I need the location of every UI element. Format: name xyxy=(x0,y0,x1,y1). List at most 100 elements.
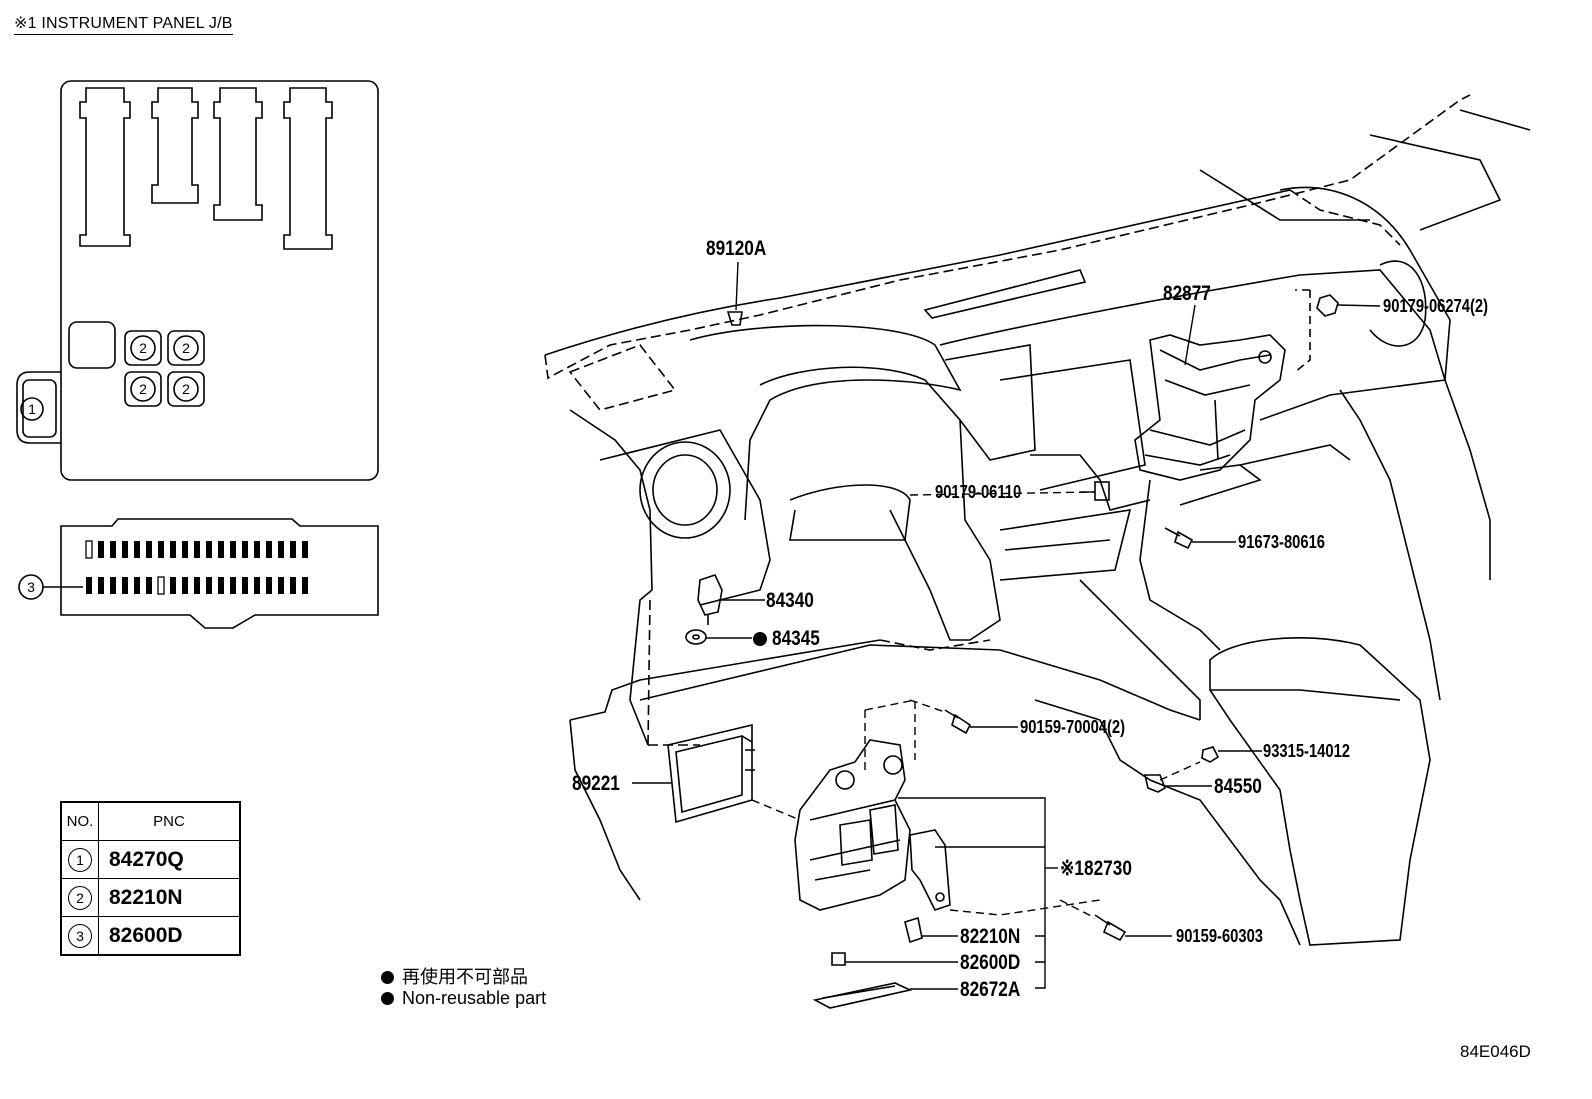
marker-2-d: 2 xyxy=(182,381,190,397)
label-82730: ※182730 xyxy=(1060,857,1132,880)
table-row: 3 82600D xyxy=(60,916,241,956)
connector-pins xyxy=(85,540,308,595)
jb-top-view xyxy=(16,80,379,481)
connector-pin xyxy=(170,577,176,594)
clip-84550 xyxy=(1143,774,1166,793)
connector-pin xyxy=(302,541,308,558)
connector-pin xyxy=(206,541,212,558)
marker-2-a: 2 xyxy=(139,340,147,356)
connector-pin xyxy=(170,541,176,558)
bolt-90159-60303 xyxy=(1094,914,1127,942)
diagram-title: ※1 INSTRUMENT PANEL J/B xyxy=(14,13,233,35)
fuse-82600D xyxy=(831,952,846,966)
bolt-91673-80616 xyxy=(1164,527,1194,550)
label-82600D: 82600D xyxy=(960,951,1021,974)
pnc-table-header: NO. PNC xyxy=(60,801,241,841)
connector-pin xyxy=(266,541,272,558)
legend-japanese-text: 再使用不可部品 xyxy=(402,967,528,987)
connector-pin xyxy=(218,577,224,594)
marker-3: 3 xyxy=(27,579,35,595)
label-91673-80616: 91673-80616 xyxy=(1238,532,1326,552)
connector-pin xyxy=(110,577,116,594)
ecu-89221 xyxy=(667,723,755,824)
label-90179-06110: 90179-06110 xyxy=(935,482,1022,502)
connector-pin xyxy=(254,541,260,558)
table-row: 2 82210N xyxy=(60,878,241,917)
connector-pin xyxy=(230,577,236,594)
label-84340: 84340 xyxy=(766,589,814,612)
bolt-90159-70004 xyxy=(944,709,972,735)
instrument-panel-outline xyxy=(544,94,1531,946)
connector-pin xyxy=(266,577,272,594)
connector-pin xyxy=(86,577,92,594)
connector-pin xyxy=(158,541,164,558)
connector-pin xyxy=(98,577,104,594)
nut-90179-06274 xyxy=(1316,294,1339,317)
connector-pin xyxy=(98,541,104,558)
connector-pin xyxy=(182,541,188,558)
header-no: NO. xyxy=(60,801,99,841)
connector-pin xyxy=(230,541,236,558)
fuse-82210N xyxy=(904,916,923,944)
marker-2-b: 2 xyxy=(182,340,190,356)
connector-pin xyxy=(157,576,165,595)
label-82210N: 82210N xyxy=(960,925,1021,948)
non-reusable-dot xyxy=(753,632,767,646)
bracket-relay xyxy=(909,829,951,911)
connector-pin xyxy=(278,541,284,558)
marker-2-c: 2 xyxy=(139,381,147,397)
table-row: 1 84270Q xyxy=(60,840,241,879)
connector-pin xyxy=(122,577,128,594)
row-number: 3 xyxy=(68,923,92,948)
connector-pin xyxy=(110,541,116,558)
connector-pin xyxy=(146,577,152,594)
connector-pin xyxy=(182,577,188,594)
connector-pin xyxy=(242,541,248,558)
bullet-icon xyxy=(381,971,394,984)
connector-pin xyxy=(134,577,140,594)
connector-pin xyxy=(302,577,308,594)
nut-93315-14012 xyxy=(1201,746,1220,763)
connector-pin xyxy=(134,541,140,558)
legend-english-text: Non-reusable part xyxy=(402,988,547,1008)
legend-japanese: 再使用不可部品 xyxy=(381,963,528,989)
label-89221: 89221 xyxy=(572,772,620,795)
connector-pin xyxy=(85,540,93,559)
label-84550: 84550 xyxy=(1214,775,1262,798)
connector-pin xyxy=(290,577,296,594)
leader-lines xyxy=(632,261,1381,990)
label-90159-70004: 90159-70004(2) xyxy=(1020,717,1126,737)
header-pnc: PNC xyxy=(98,801,241,841)
marker-1: 1 xyxy=(28,401,36,417)
connector-pin xyxy=(254,577,260,594)
connector-pin xyxy=(218,541,224,558)
row-number: 2 xyxy=(68,885,92,910)
clip-90179-06110 xyxy=(1094,481,1110,501)
label-90179-06274: 90179-06274(2) xyxy=(1383,296,1489,316)
row-pnc: 82600D xyxy=(98,916,241,956)
connector-pin xyxy=(194,541,200,558)
washer-84345 xyxy=(685,629,707,645)
junction-block-82730 xyxy=(794,739,911,911)
clip-89120A xyxy=(726,311,743,326)
pnc-table: NO. PNC 1 84270Q 2 82210N 3 82600D xyxy=(60,801,241,956)
bullet-icon xyxy=(381,992,394,1005)
connector-pin xyxy=(290,541,296,558)
cover-82672A xyxy=(812,982,913,1009)
connector-pin xyxy=(206,577,212,594)
label-90159-60303: 90159-60303 xyxy=(1176,926,1264,946)
row-pnc: 84270Q xyxy=(98,840,241,879)
legend-english: Non-reusable part xyxy=(381,988,546,1009)
row-pnc: 82210N xyxy=(98,878,241,917)
connector-pin xyxy=(122,541,128,558)
jb-side-view xyxy=(18,518,379,629)
label-93315-14012: 93315-14012 xyxy=(1263,741,1351,761)
label-82877: 82877 xyxy=(1163,282,1211,305)
connector-pin xyxy=(194,577,200,594)
bracket-82877 xyxy=(1134,334,1286,481)
label-82672A: 82672A xyxy=(960,978,1021,1001)
label-84345: 84345 xyxy=(772,627,820,650)
label-89120A: 89120A xyxy=(706,237,767,260)
connector-pin xyxy=(278,577,284,594)
